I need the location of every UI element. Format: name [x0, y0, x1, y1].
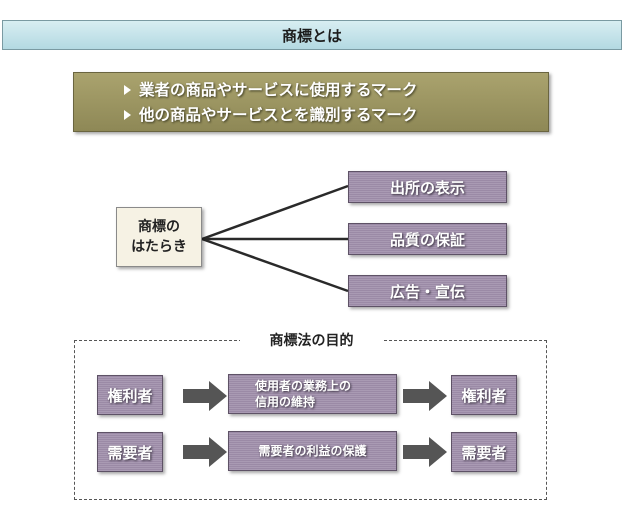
page-title: 商標とは: [2, 20, 622, 50]
function-box-line: はたらき: [131, 239, 187, 255]
purpose-frame: [74, 340, 547, 500]
purpose-title: 商標法の目的: [240, 330, 383, 350]
connector-line: [201, 237, 349, 293]
definition-line: 業者の商品やサービスに使用するマーク: [124, 77, 548, 102]
definition-line: 他の商品やサービスとを識別するマーク: [124, 102, 548, 127]
rights-holder-label: 権利者: [107, 386, 153, 405]
rights-holder-box: 権利者: [451, 375, 517, 415]
rights-holder-label: 権利者: [461, 386, 507, 405]
function-item-advertising: 広告・宣伝: [348, 275, 507, 307]
definition-text: 他の商品やサービスとを識別するマーク: [139, 105, 418, 124]
definition-text: 業者の商品やサービスに使用するマーク: [139, 80, 418, 99]
triangle-bullet-icon: [124, 84, 131, 95]
business-trust-text: 使用者の業務上の 信用の維持: [255, 378, 351, 410]
function-item-label: 品質の保証: [389, 230, 465, 249]
consumer-box: 需要者: [451, 432, 517, 472]
function-item-label: 出所の表示: [389, 178, 465, 197]
business-trust-line: 信用の維持: [255, 395, 316, 409]
page-title-text: 商標とは: [281, 26, 342, 45]
function-item-quality: 品質の保証: [348, 223, 507, 255]
consumer-box: 需要者: [97, 432, 163, 472]
purpose-title-text: 商標法の目的: [269, 333, 354, 349]
connector-line: [201, 184, 349, 241]
right-arrow-icon: [403, 437, 447, 467]
consumer-label: 需要者: [461, 443, 507, 462]
right-arrow-icon: [183, 437, 227, 467]
function-item-origin: 出所の表示: [348, 171, 507, 203]
function-item-label: 広告・宣伝: [389, 282, 465, 301]
consumer-interest-text: 需要者の利益の保護: [258, 444, 367, 458]
definition-box: 業者の商品やサービスに使用するマーク 他の商品やサービスとを識別するマーク: [73, 72, 549, 132]
consumer-interest-box: 需要者の利益の保護: [228, 431, 397, 471]
triangle-bullet-icon: [124, 109, 131, 120]
trademark-function-box: 商標の はたらき: [116, 207, 202, 267]
business-trust-box: 使用者の業務上の 信用の維持: [228, 374, 397, 414]
right-arrow-icon: [183, 381, 227, 411]
function-box-line: 商標の: [138, 219, 180, 235]
rights-holder-box: 権利者: [97, 375, 163, 415]
right-arrow-icon: [403, 381, 447, 411]
consumer-label: 需要者: [107, 443, 153, 462]
business-trust-line: 使用者の業務上の: [255, 379, 352, 393]
